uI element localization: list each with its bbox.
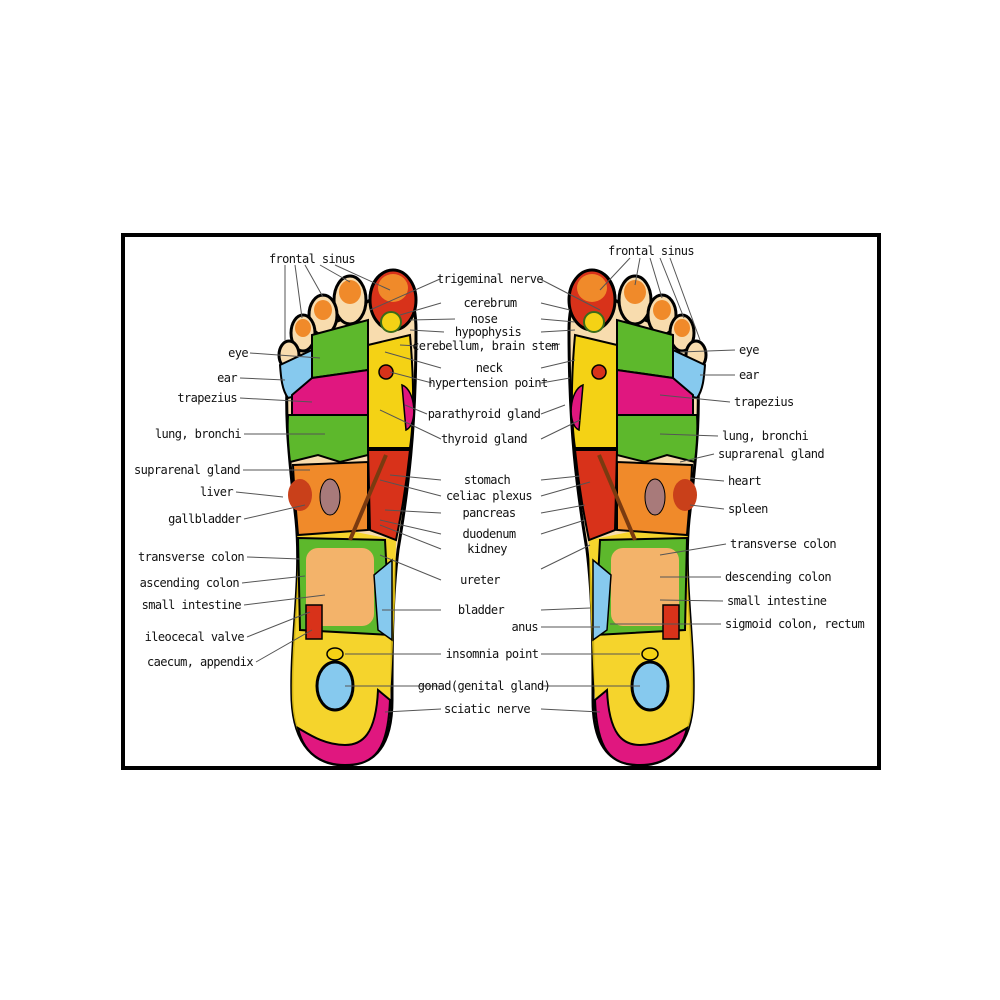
- label-ureter: ureter: [460, 573, 500, 587]
- label-right-sigmoid-colon-rectum: sigmoid colon, rectum: [725, 617, 865, 631]
- label-left-frontal-sinus: frontal sinus: [268, 252, 356, 266]
- label-left-gallbladder: gallbladder: [168, 512, 241, 526]
- label-left-caecum-appendix: caecum, appendix: [147, 655, 254, 669]
- label-left-trapezius: trapezius: [177, 391, 237, 405]
- label-hypophysis: hypophysis: [454, 325, 522, 339]
- label-sciatic-nerve: sciatic nerve: [443, 702, 531, 716]
- leader-lines: [235, 257, 736, 713]
- label-hypertension-point: hypertension point: [428, 376, 548, 390]
- label-right-eye: eye: [739, 343, 759, 357]
- label-neck: neck: [475, 361, 503, 375]
- label-right-small-intestine: small intestine: [727, 594, 827, 608]
- label-left-ascending-colon: ascending colon: [139, 576, 240, 590]
- label-kidney: kidney: [467, 542, 507, 556]
- label-left-transverse-colon: transverse colon: [138, 550, 245, 564]
- label-anus: anus: [511, 620, 539, 634]
- left-foot: [277, 268, 418, 767]
- label-right-descending-colon: descending colon: [725, 570, 832, 584]
- label-cerebellum-brain-stem: cerebellum, brain stem: [412, 339, 558, 353]
- label-insomnia-point: insomnia point: [445, 647, 539, 661]
- right-foot: [567, 268, 708, 767]
- label-right-frontal-sinus: frontal sinus: [607, 244, 695, 258]
- label-duodenum: duodenum: [462, 527, 517, 541]
- label-right-transverse-colon: transverse colon: [730, 537, 837, 551]
- label-right-ear: ear: [739, 368, 759, 382]
- label-right-trapezius: trapezius: [734, 395, 794, 409]
- label-nose: nose: [470, 312, 498, 326]
- label-left-small-intestine: small intestine: [141, 598, 242, 612]
- label-left-ileocecal-valve: ileocecal valve: [144, 630, 245, 644]
- label-left-ear: ear: [217, 371, 237, 385]
- label-right-lung-bronchi: lung, bronchi: [722, 429, 809, 443]
- label-parathyroid-gland: parathyroid gland: [427, 407, 541, 421]
- label-right-heart: heart: [728, 474, 762, 488]
- label-cerebrum: cerebrum: [463, 296, 518, 310]
- label-thyroid-gland: thyroid gland: [440, 432, 528, 446]
- label-left-suprarenal-gland: suprarenal gland: [134, 463, 241, 477]
- label-bladder: bladder: [457, 603, 505, 617]
- label-left-lung-bronchi: lung, bronchi: [154, 427, 242, 441]
- label-right-suprarenal-gland: suprarenal gland: [718, 447, 825, 461]
- label-pancreas: pancreas: [462, 506, 517, 520]
- label-gonad: gonad(genital gland): [417, 679, 551, 693]
- label-left-liver: liver: [199, 485, 234, 499]
- label-right-spleen: spleen: [728, 502, 768, 516]
- label-left-eye: eye: [228, 346, 248, 360]
- label-celiac-plexus: celiac plexus: [445, 489, 533, 503]
- label-stomach: stomach: [463, 473, 511, 487]
- chart-frame: [121, 233, 881, 770]
- label-trigeminal-nerve: trigeminal nerve: [437, 272, 544, 286]
